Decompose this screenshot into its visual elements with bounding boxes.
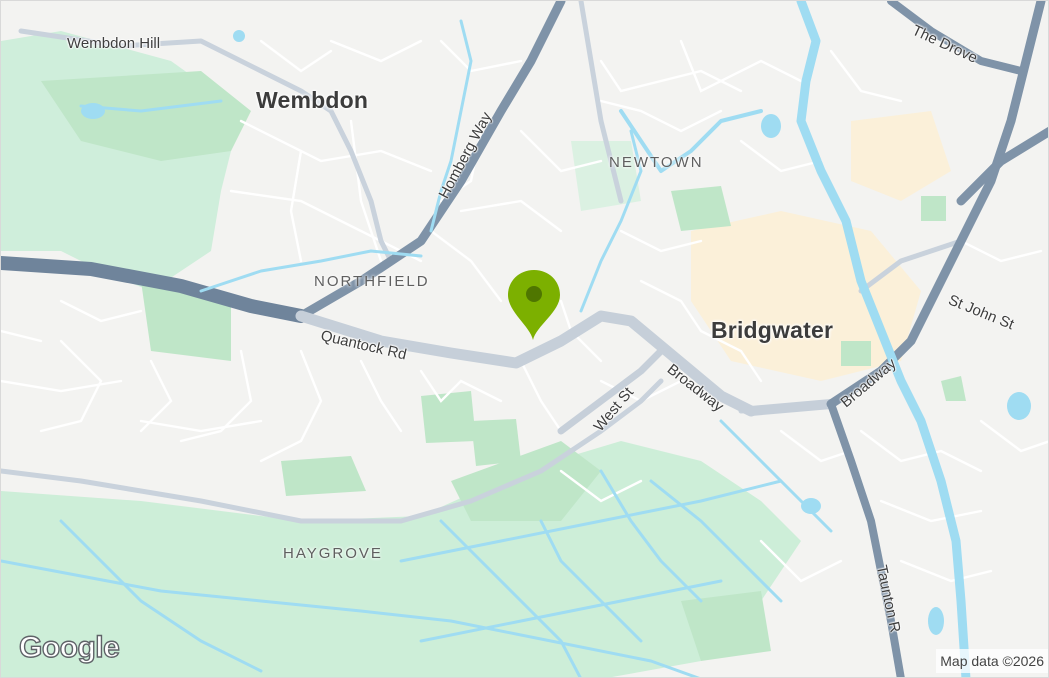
the-drove-road	[887, 1, 1025, 75]
a38-east-road	[956, 126, 1048, 206]
urban-area-north	[851, 111, 951, 201]
rhyne-9	[419, 579, 723, 643]
park-small-7	[841, 341, 871, 366]
park-small-4	[671, 186, 731, 231]
park-small-5	[921, 196, 946, 221]
pin-body	[508, 270, 560, 340]
rhyne-4	[539, 519, 643, 643]
wetlands-south-2	[451, 441, 601, 521]
rhyne-8	[399, 479, 783, 563]
map-pin-icon[interactable]	[506, 268, 562, 342]
map-attribution[interactable]: Map data ©2026	[936, 649, 1048, 673]
park-small-2	[471, 419, 521, 466]
quantock-rd-road	[295, 310, 757, 417]
rhyne-2	[59, 519, 263, 673]
canal	[619, 109, 763, 173]
google-logo[interactable]: Google	[18, 630, 120, 664]
rhyne-1	[1, 559, 700, 677]
stream-central	[579, 129, 643, 313]
stream-north	[429, 19, 473, 233]
park-small-6	[941, 376, 966, 401]
homberg-way-road	[296, 1, 566, 321]
park-southeast	[681, 591, 771, 661]
minor-roads	[1, 39, 1048, 583]
pin-dot	[526, 286, 542, 302]
ponds	[81, 30, 1031, 635]
river-parrett	[796, 1, 971, 677]
broadway-road	[746, 399, 836, 416]
park-small-3	[281, 456, 366, 496]
park-northeast	[571, 141, 641, 211]
stream-northfield	[199, 249, 423, 293]
a39-west	[1, 256, 308, 323]
urban-area	[691, 211, 921, 381]
park-wembdon	[41, 71, 251, 161]
taunton-rd-road	[827, 400, 905, 677]
park-small-1	[421, 391, 476, 443]
west-st-road	[557, 347, 665, 435]
rhyne-6	[649, 479, 783, 603]
rhyne-5	[599, 469, 703, 603]
waterways	[1, 1, 971, 677]
